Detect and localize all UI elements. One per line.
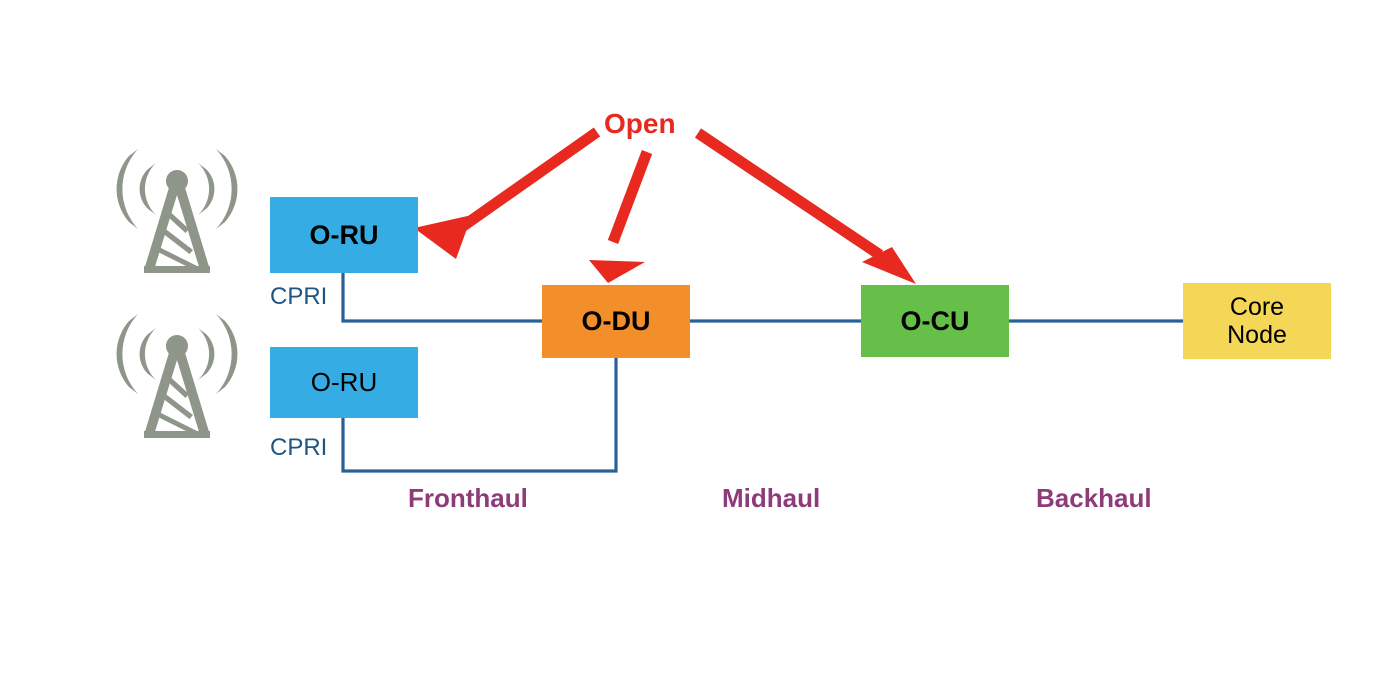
link-oru1-to-odu bbox=[341, 272, 542, 323]
cell-tower-icon bbox=[116, 314, 238, 438]
segment-label-backhaul: Backhaul bbox=[1036, 483, 1152, 513]
segment-label-fronthaul: Fronthaul bbox=[408, 483, 528, 513]
node-core-label: Core Node bbox=[1227, 293, 1287, 349]
node-oru-1-label: O-RU bbox=[309, 219, 379, 250]
link-label-cpri-2: CPRI bbox=[270, 434, 328, 461]
node-oru-2-label: O-RU bbox=[310, 366, 378, 397]
open-annotation-label: Open bbox=[604, 108, 676, 139]
node-oru-1[interactable]: O-RU bbox=[270, 197, 418, 273]
open-arrow-to-odu bbox=[589, 150, 653, 283]
node-odu[interactable]: O-DU bbox=[542, 285, 690, 358]
node-odu-label: O-DU bbox=[581, 306, 651, 337]
node-oru-2[interactable]: O-RU bbox=[270, 347, 418, 418]
open-arrow-to-ocu bbox=[694, 128, 916, 284]
segment-label-midhaul: Midhaul bbox=[722, 483, 821, 513]
open-arrow-to-oru bbox=[414, 127, 601, 259]
link-label-cpri-1: CPRI bbox=[270, 283, 328, 310]
node-core[interactable]: Core Node bbox=[1183, 283, 1331, 359]
link-oru2-to-odu bbox=[341, 358, 618, 473]
node-ocu[interactable]: O-CU bbox=[861, 285, 1009, 357]
node-ocu-label: O-CU bbox=[900, 305, 970, 336]
cell-tower-icon bbox=[116, 149, 238, 273]
